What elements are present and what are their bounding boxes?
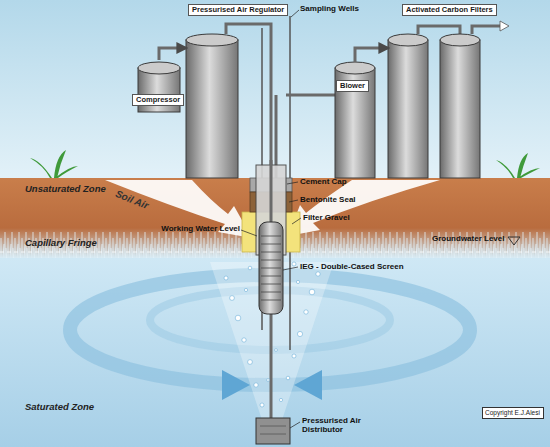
part-label: Working Water Level bbox=[140, 224, 240, 233]
zone-label: Saturated Zone bbox=[25, 402, 94, 412]
regulator-tank: Pressurised Air Regulator bbox=[186, 4, 298, 178]
node-shape bbox=[0, 258, 550, 447]
equipment-label: Compressor bbox=[132, 94, 184, 106]
copyright-box: Copyright E.J.Alesi bbox=[482, 407, 544, 419]
plant bbox=[30, 150, 78, 178]
part-label: Filter Gravel bbox=[303, 213, 350, 222]
tank-top bbox=[186, 34, 238, 46]
tank-top bbox=[388, 34, 428, 46]
part-label: Cement Cap bbox=[300, 177, 347, 186]
tank-top bbox=[440, 34, 480, 46]
zone-label: Capillary Fringe bbox=[25, 238, 97, 248]
part-label: Bentonite Seal bbox=[300, 195, 356, 204]
extraction-pipe bbox=[275, 95, 278, 178]
equipment-label: Blower bbox=[336, 80, 369, 92]
tank-body bbox=[440, 40, 480, 178]
leader-line bbox=[291, 10, 299, 17]
part-label: Groundwater Level bbox=[432, 234, 504, 243]
copyright-text: Copyright E.J.Alesi bbox=[485, 409, 540, 416]
equipment-label: Pressurised Air Regulator bbox=[188, 4, 288, 16]
tank bbox=[335, 62, 375, 178]
tank-top bbox=[138, 62, 180, 74]
tank-body bbox=[388, 40, 428, 178]
compressor-tank: Compressor bbox=[134, 60, 184, 112]
unsaturated-zone-band: Unsaturated Zone bbox=[0, 178, 550, 228]
tank-body bbox=[335, 68, 375, 178]
plant bbox=[496, 153, 540, 178]
fringe-texture bbox=[0, 228, 550, 258]
filter-pipe bbox=[418, 26, 460, 34]
extraction-pipe bbox=[286, 94, 336, 97]
node-shape bbox=[186, 4, 298, 178]
saturated-zone-band: Saturated Zone bbox=[0, 258, 550, 447]
tank bbox=[440, 34, 480, 178]
tank-body bbox=[186, 40, 238, 178]
tank-top bbox=[335, 62, 375, 74]
blower-tank: Blower bbox=[333, 62, 377, 178]
air-pipe bbox=[159, 48, 186, 60]
part-label: Pressurised Air Distributor bbox=[302, 416, 372, 434]
outlet-arrow bbox=[500, 21, 509, 31]
air-pipe bbox=[355, 48, 388, 62]
carbon-filter-tanks: Activated Carbon Filters bbox=[388, 4, 502, 178]
tank bbox=[186, 34, 238, 178]
part-label: IEG - Double-Cased Screen bbox=[300, 262, 404, 271]
part-label: Sampling Wells bbox=[300, 4, 359, 13]
node-shape bbox=[388, 4, 502, 178]
equipment-label: Activated Carbon Filters bbox=[402, 4, 497, 16]
outlet-pipe bbox=[472, 26, 500, 34]
tank bbox=[388, 34, 428, 178]
zone-label: Unsaturated Zone bbox=[25, 184, 106, 194]
